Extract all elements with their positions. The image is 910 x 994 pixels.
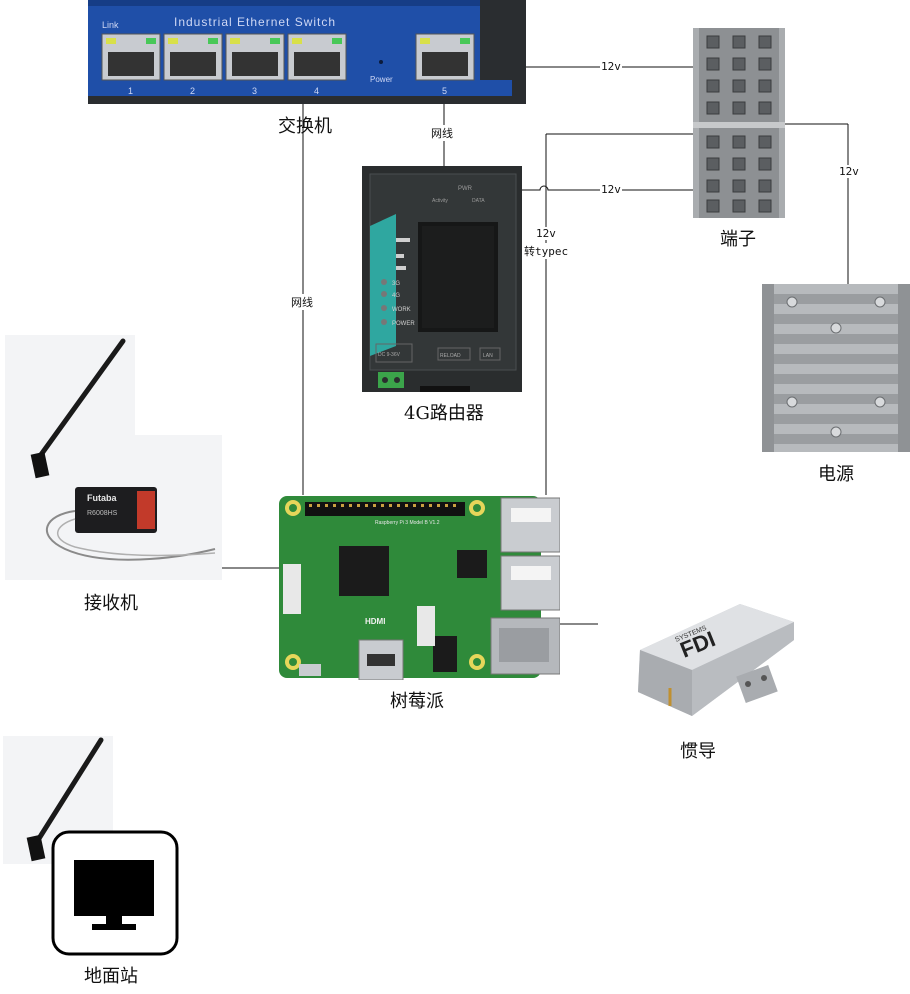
wire-label-pi-terminal-voltage: 12v bbox=[535, 227, 557, 240]
switch-label: 交换机 bbox=[278, 116, 332, 137]
port-number-5: 5 bbox=[442, 86, 447, 96]
wire-label-switch-router: 网线 bbox=[430, 125, 454, 141]
imu: FDI SYSTEMS bbox=[630, 600, 798, 730]
wire-label-switch-terminal: 12v bbox=[600, 60, 622, 73]
ports-1-4 bbox=[101, 33, 347, 81]
pi-hdmi-label: HDMI bbox=[365, 617, 385, 626]
wire-label-pi-terminal-typec: 转typec bbox=[523, 243, 570, 259]
wire-router-terminal bbox=[522, 185, 695, 191]
ground-station-label: 地面站 bbox=[84, 966, 138, 987]
4g-router: 3G 4G WORK POWER PWR Activity DATA DC 9-… bbox=[362, 166, 522, 392]
imu-label: 惯导 bbox=[680, 741, 716, 762]
wire-label-terminal-power: 12v bbox=[838, 165, 860, 178]
router-dc-label: DC 9-36V bbox=[378, 352, 401, 358]
power-supply bbox=[762, 284, 910, 452]
port-5 bbox=[415, 33, 475, 81]
terminal-block bbox=[693, 28, 785, 218]
imu-image: FDI SYSTEMS bbox=[638, 604, 794, 716]
receiver-antenna bbox=[30, 338, 126, 479]
port-number-4: 4 bbox=[314, 86, 319, 96]
raspberry-pi: HDMI Raspberry Pi 3 Model B V1.2 bbox=[279, 494, 561, 681]
raspberry-pi-label: 树莓派 bbox=[390, 691, 444, 712]
raspberry-pi-image: HDMI Raspberry Pi 3 Model B V1.2 bbox=[279, 496, 561, 681]
wire-label-router-terminal: 12v bbox=[600, 183, 622, 196]
receiver: Futaba R6008HS bbox=[5, 335, 222, 580]
pi-board-text: Raspberry Pi 3 Model B V1.2 bbox=[375, 520, 440, 526]
terminal-label: 端子 bbox=[720, 229, 756, 250]
power-supply-image bbox=[762, 284, 910, 452]
router-top-activity: Activity bbox=[432, 198, 448, 204]
router-reload-label: RELOAD bbox=[440, 353, 461, 359]
terminal-block-image bbox=[693, 28, 785, 218]
port-number-2: 2 bbox=[190, 86, 195, 96]
receiver-image: Futaba R6008HS bbox=[5, 335, 222, 580]
router-led-work: WORK bbox=[392, 307, 411, 313]
switch-link-label: Link bbox=[102, 20, 119, 30]
router-led-3g: 3G bbox=[392, 281, 400, 287]
receiver-brand: Futaba bbox=[87, 493, 117, 503]
receiver-model: R6008HS bbox=[87, 510, 118, 517]
router-lan-label: LAN bbox=[483, 353, 493, 359]
ground-station-antenna bbox=[26, 737, 104, 862]
switch-power-label: Power bbox=[370, 75, 393, 84]
router-led-4g: 4G bbox=[392, 293, 400, 299]
router-top-data: DATA bbox=[472, 198, 485, 204]
wire-label-switch-pi: 网线 bbox=[290, 294, 314, 310]
router-label: 4G路由器 bbox=[404, 403, 484, 424]
port-number-3: 3 bbox=[252, 86, 257, 96]
port-number-1: 1 bbox=[128, 86, 133, 96]
switch-banner: Industrial Ethernet Switch bbox=[174, 15, 336, 29]
ethernet-switch-image: Industrial Ethernet Switch Link Power 1 … bbox=[88, 0, 526, 104]
ethernet-switch: Industrial Ethernet Switch Link Power 1 … bbox=[88, 0, 526, 104]
receiver-label: 接收机 bbox=[84, 593, 138, 614]
router-led-power: POWER bbox=[392, 321, 415, 327]
power-label: 电源 bbox=[818, 464, 854, 485]
router-top-pwr: PWR bbox=[458, 186, 473, 192]
4g-router-image: 3G 4G WORK POWER PWR Activity DATA DC 9-… bbox=[362, 166, 522, 392]
monitor-icon bbox=[70, 856, 158, 932]
